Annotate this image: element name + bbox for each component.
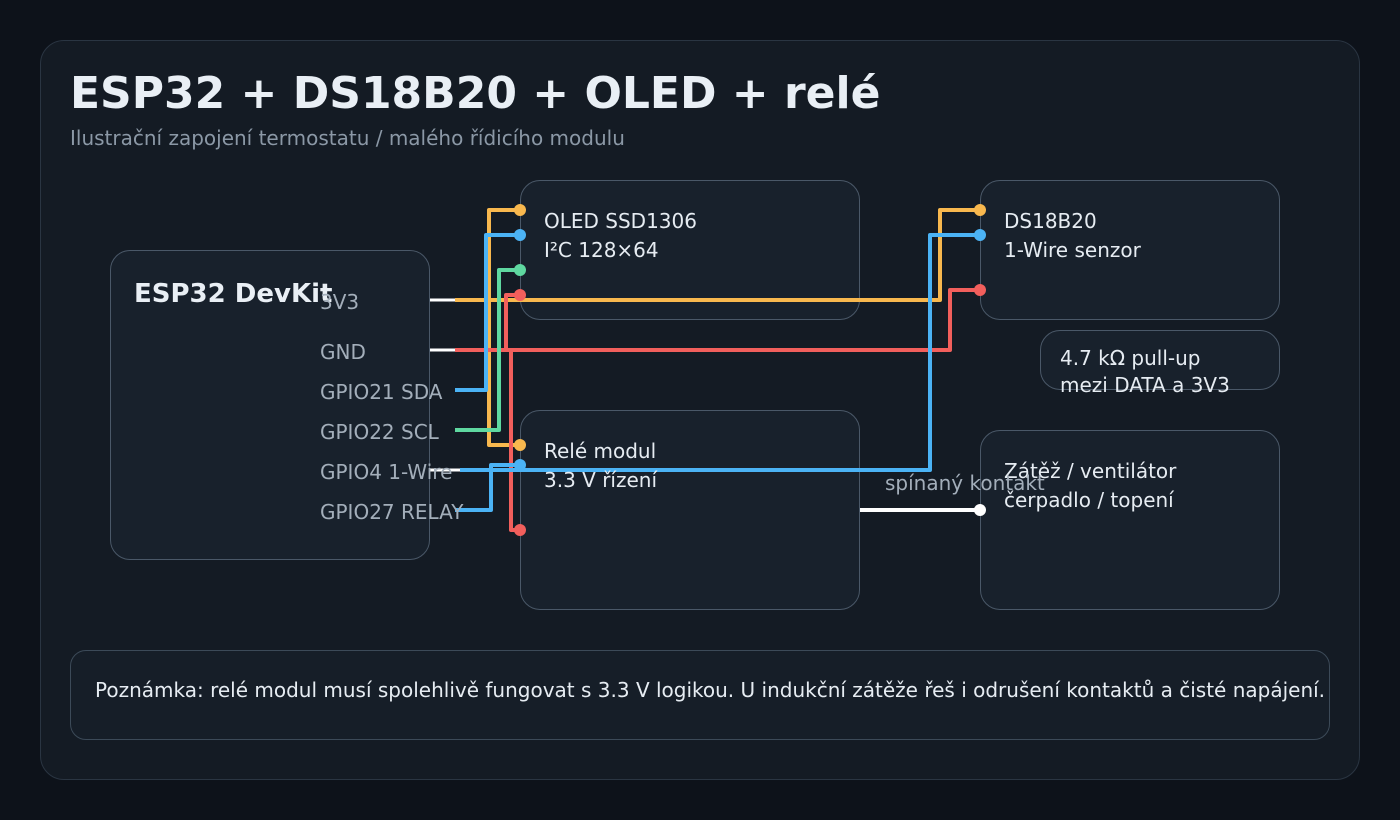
ds18b20-name: DS18B20 <box>1004 209 1097 233</box>
relay-label: Relé modul 3.3 V řízení <box>544 437 657 495</box>
relay-name: Relé modul <box>544 439 657 463</box>
oled-spec: I²C 128×64 <box>544 238 659 262</box>
oled-gnd-terminal <box>514 289 526 301</box>
wire-relay-control <box>455 463 520 512</box>
relay-in-terminal <box>514 459 526 471</box>
wire-onewire <box>460 233 980 472</box>
oled-name: OLED SSD1306 <box>544 209 697 233</box>
ds18b20-data-terminal <box>974 229 986 241</box>
pin-label-gpio21-sda: GPIO21 SDA <box>320 380 443 404</box>
wire-gnd-oled <box>504 293 520 350</box>
diagram-subtitle: Ilustrační zapojení termostatu / malého … <box>70 126 625 150</box>
oled-sda-terminal <box>514 229 526 241</box>
oled-scl-terminal <box>514 264 526 276</box>
ds18b20-vcc-terminal <box>974 204 986 216</box>
wire-sda <box>455 233 520 392</box>
relay-vcc-terminal <box>514 439 526 451</box>
wire-3v3-ds18b20 <box>455 208 980 302</box>
pin-label-gpio27-relay: GPIO27 RELAY <box>320 500 464 524</box>
wire-gnd-ds18b20 <box>455 288 980 352</box>
ds18b20-label: DS18B20 1-Wire senzor <box>1004 207 1141 265</box>
load-desc: čerpadlo / topení <box>1004 488 1174 512</box>
relay-box <box>520 410 860 610</box>
oled-label: OLED SSD1306 I²C 128×64 <box>544 207 697 265</box>
load-contact-terminal <box>974 504 986 516</box>
note-text: Poznámka: relé modul musí spolehlivě fun… <box>95 678 1326 702</box>
esp32-box <box>110 250 430 560</box>
pin-label-gpio22-scl: GPIO22 SCL <box>320 420 439 444</box>
pullup-box <box>1040 330 1280 390</box>
esp32-title: ESP32 DevKit <box>134 279 333 309</box>
pullup-label: 4.7 kΩ pull-up mezi DATA a 3V3 <box>1060 345 1230 399</box>
ds18b20-box <box>980 180 1280 320</box>
pin-label-3v3: 3V3 <box>320 290 360 314</box>
load-name: Zátěž / ventilátor <box>1004 459 1177 483</box>
diagram-title: ESP32 + DS18B20 + OLED + relé <box>70 68 881 119</box>
switched-contact-label: spínaný kontakt <box>885 471 1045 495</box>
pin-label-gpio4-onewire: GPIO4 1-Wire <box>320 460 453 484</box>
ds18b20-gnd-terminal <box>974 284 986 296</box>
pullup-desc: mezi DATA a 3V3 <box>1060 373 1230 397</box>
relay-spec: 3.3 V řízení <box>544 468 658 492</box>
ds18b20-spec: 1-Wire senzor <box>1004 238 1141 262</box>
oled-box <box>520 180 860 320</box>
load-box <box>980 430 1280 610</box>
note-box: Poznámka: relé modul musí spolehlivě fun… <box>70 650 1330 740</box>
pullup-value: 4.7 kΩ pull-up <box>1060 346 1201 370</box>
oled-vcc-terminal <box>514 204 526 216</box>
load-label: Zátěž / ventilátor čerpadlo / topení <box>1004 457 1176 515</box>
pin-label-gnd: GND <box>320 340 366 364</box>
wire-scl <box>455 268 520 432</box>
relay-gnd-terminal <box>514 524 526 536</box>
wire-3v3-oled <box>487 208 520 300</box>
